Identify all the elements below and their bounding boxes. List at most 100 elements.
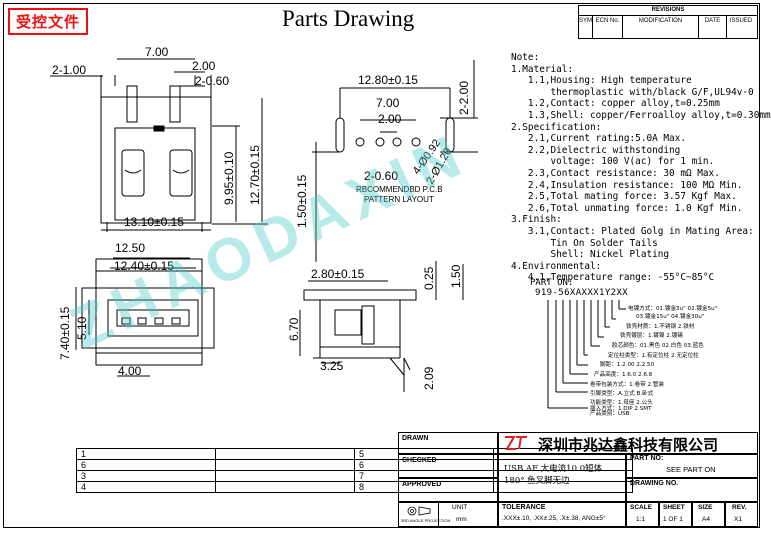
product-desc-2: 180° 鱼叉脚无边 bbox=[504, 476, 570, 486]
note-line: 2.1,Current rating:5.0A Max. bbox=[511, 133, 686, 145]
dim-side-325: 3.25 bbox=[320, 359, 344, 373]
pcb-label-1: RBCOMMENDBD P.C.B bbox=[356, 185, 443, 194]
drawing-frame bbox=[3, 3, 760, 528]
dim-side-670: 6.70 bbox=[287, 317, 301, 341]
pcb-layout bbox=[312, 60, 478, 262]
projection-label: 3RD ANGLE PROJECTION bbox=[401, 518, 451, 523]
company-logo-icon bbox=[505, 436, 527, 450]
unit-value: mm bbox=[456, 516, 467, 523]
part-legend-item: 铁壳材质：1.不锈钢 2.铁材 bbox=[626, 324, 695, 330]
note-line: 1.1,Housing: High temperature bbox=[511, 75, 692, 87]
part-legend-item: 电镀方式：01.镀金3u" 02.镀金5u" bbox=[628, 306, 718, 312]
note-line: 1.3,Shell: copper/Ferroalloy alloy,t=0.3… bbox=[511, 109, 771, 121]
note-line: 1.2,Contact: copper alloy,t=0.25mm bbox=[511, 98, 720, 110]
sheet-value: 1 OF 1 bbox=[663, 516, 683, 523]
product-desc-1: USB AF 大电流10.0短体 bbox=[504, 464, 603, 474]
note-line: 2.2,Dielectric withstonding bbox=[511, 144, 681, 156]
note-line: 3.Finish: bbox=[511, 214, 562, 226]
notes-block: Note:1.Material: 1.1,Housing: High tempe… bbox=[511, 52, 771, 284]
part-legend-item: 铁壳镀层：1.镀镍 2.镀锡 bbox=[620, 333, 683, 339]
dim-top-2-100: 2-1.00 bbox=[52, 63, 86, 77]
dim-top-1270: 12.70±0.15 bbox=[248, 145, 262, 205]
tolerance-value: .XXX±.10, .XX±.25, .X±.38, ANG±5° bbox=[502, 515, 606, 522]
rev-value: X1 bbox=[734, 516, 742, 523]
scale-label: SCALE bbox=[630, 504, 653, 511]
pcb-label-2: PATTERN LAYOUT bbox=[364, 195, 434, 204]
side-view bbox=[299, 261, 464, 392]
dim-top-995: 9.95±0.10 bbox=[222, 151, 236, 205]
controlled-document-stamp: 受控文件 bbox=[8, 8, 89, 35]
size-value: A4 bbox=[702, 516, 710, 523]
dim-pcb-700: 7.00 bbox=[376, 96, 400, 110]
rev-col-mod: MODIFICATION bbox=[623, 16, 699, 26]
dim-side-209: 2.09 bbox=[422, 366, 436, 390]
note-line: Tin On Solder Tails bbox=[511, 237, 658, 249]
note-line: 1.Material: bbox=[511, 63, 574, 75]
part-legend-item: 功能类型：1.母座 2.公头 bbox=[590, 400, 653, 406]
note-line: 3.1,Contact: Plated Golg in Mating Area: bbox=[511, 225, 754, 237]
top-view-outline bbox=[100, 75, 212, 232]
note-line: 2.4,Insulation resistance: 100 MΩ Min. bbox=[511, 179, 743, 191]
unit-label: UNIT bbox=[452, 504, 468, 511]
note-line: voltage: 100 V(ac) for 1 min. bbox=[511, 156, 715, 168]
part-legend-item: 产品类别：USB bbox=[590, 411, 630, 417]
dim-top-7: 7.00 bbox=[145, 45, 169, 59]
dim-side-025: 0.25 bbox=[422, 266, 436, 290]
size-label: SIZE bbox=[698, 504, 713, 511]
pin-cell: 3 bbox=[76, 470, 216, 482]
note-line: 2.3,Contact resistance: 30 mΩ Max. bbox=[511, 167, 720, 179]
revisions-table: REVISIONS SYM ECN No. MODIFICATION DATE … bbox=[578, 5, 758, 39]
part-no-field-label: PART NO: bbox=[630, 455, 664, 462]
part-legend-item: 胶芯颜色：01.黑色 02.白色 03.蓝色 bbox=[612, 343, 704, 349]
dim-top-2: 2.00 bbox=[192, 59, 216, 73]
note-line: 2.6,Total unmating force: 1.0 Kgf Min. bbox=[511, 202, 743, 214]
projection-icon bbox=[407, 506, 431, 516]
checked-label: CHECKED bbox=[402, 457, 437, 464]
dim-side-280: 2.80±0.15 bbox=[311, 267, 365, 281]
tolerance-label: TOLERANCE bbox=[502, 504, 546, 511]
dim-front-400: 4.00 bbox=[118, 364, 142, 378]
part-legend-item: 引脚类型：A.立式 B.卧式 bbox=[590, 391, 654, 397]
dim-top-2-060: 2-0.60 bbox=[195, 74, 229, 88]
rev-col-date: DATE bbox=[699, 16, 727, 26]
company-name: 深圳市兆达鑫科技有限公司 bbox=[538, 436, 719, 454]
dim-top-1310: 13.10±0.15 bbox=[124, 215, 184, 229]
dim-pcb-2-200: 2-2.00 bbox=[457, 81, 471, 115]
page-title: Parts Drawing bbox=[282, 6, 415, 31]
approved-label: APPROVED bbox=[402, 481, 442, 488]
dim-front-510: 5.10 bbox=[75, 316, 89, 340]
title-block: DRAWN CHECKED APPROVED 3RD ANGLE PROJECT… bbox=[398, 432, 758, 527]
pin-cell: 6 bbox=[76, 459, 216, 471]
note-line: Note: bbox=[511, 52, 540, 63]
dim-front-740: 7.40±0.15 bbox=[58, 306, 72, 360]
sheet-label: SHEET bbox=[663, 504, 685, 511]
pin-cell bbox=[493, 481, 633, 493]
part-legend-item: 03.镀金15u" 04.镀金30u" bbox=[636, 314, 705, 320]
dim-pcb-200: 2.00 bbox=[378, 112, 402, 126]
pin-cell bbox=[215, 459, 355, 471]
dim-side-150: 1.50 bbox=[449, 264, 463, 288]
note-line: 4.1,Temperature range: -55°C~85°C bbox=[511, 272, 715, 284]
pin-cell: 4 bbox=[76, 481, 216, 493]
part-no-field-value: SEE PART ON bbox=[666, 465, 716, 474]
scale-value: 1:1 bbox=[636, 516, 646, 523]
part-legend-item: 产品高度：1.6.0 2.6.8 bbox=[594, 372, 653, 378]
revisions-blank-row bbox=[579, 26, 757, 38]
part-number-leaders bbox=[547, 300, 626, 409]
dim-pcb-060: 2-0.60 bbox=[364, 169, 398, 183]
part-no-code: 919-56XAXXX1Y2XX bbox=[535, 288, 629, 298]
note-line: Shell: Nickel Plating bbox=[511, 249, 670, 261]
drawn-label: DRAWN bbox=[402, 435, 429, 442]
part-no-label: PART ON: bbox=[530, 278, 574, 288]
rev-col-issued: ISSUED bbox=[729, 18, 753, 24]
rev-label: REV. bbox=[732, 504, 747, 511]
dim-front-1240: 12.40±0.15 bbox=[114, 259, 174, 273]
note-line: 2.Specification: bbox=[511, 121, 602, 133]
note-line: 2.5,Total mating force: 3.57 Kgf Max. bbox=[511, 191, 737, 203]
rev-col-sym: SYM bbox=[579, 16, 593, 26]
revisions-columns: SYM ECN No. MODIFICATION DATE ISSUED bbox=[579, 16, 757, 26]
pin-cell bbox=[215, 481, 355, 493]
pin-cell bbox=[215, 448, 355, 460]
